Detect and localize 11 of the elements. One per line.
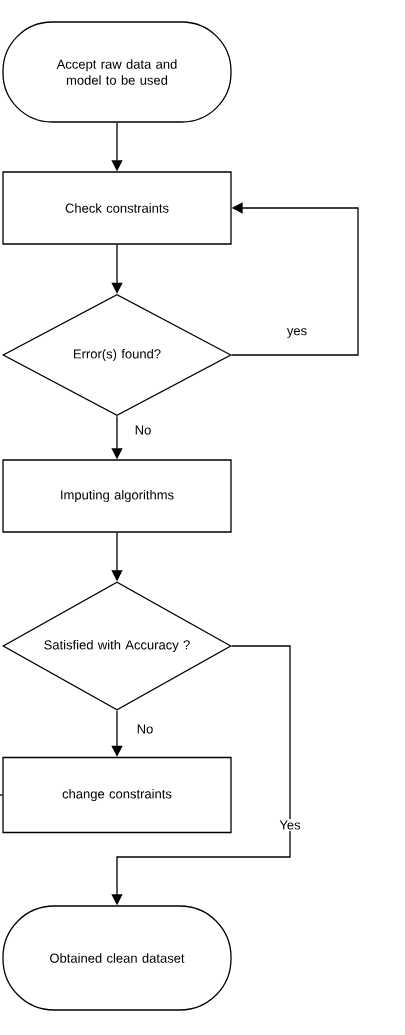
edge-label: No [135,722,155,736]
process-box: Check constraints [2,171,232,245]
edge-label: yes [285,326,309,340]
arrow [111,244,123,294]
edge-label: No [133,423,153,437]
process-box: change constraints [2,756,232,834]
arrow [111,710,123,757]
arrow [231,202,359,356]
edge-label: Yes [277,818,303,832]
connector-line [0,794,3,796]
process-box: Imputing algorithms [2,459,232,533]
